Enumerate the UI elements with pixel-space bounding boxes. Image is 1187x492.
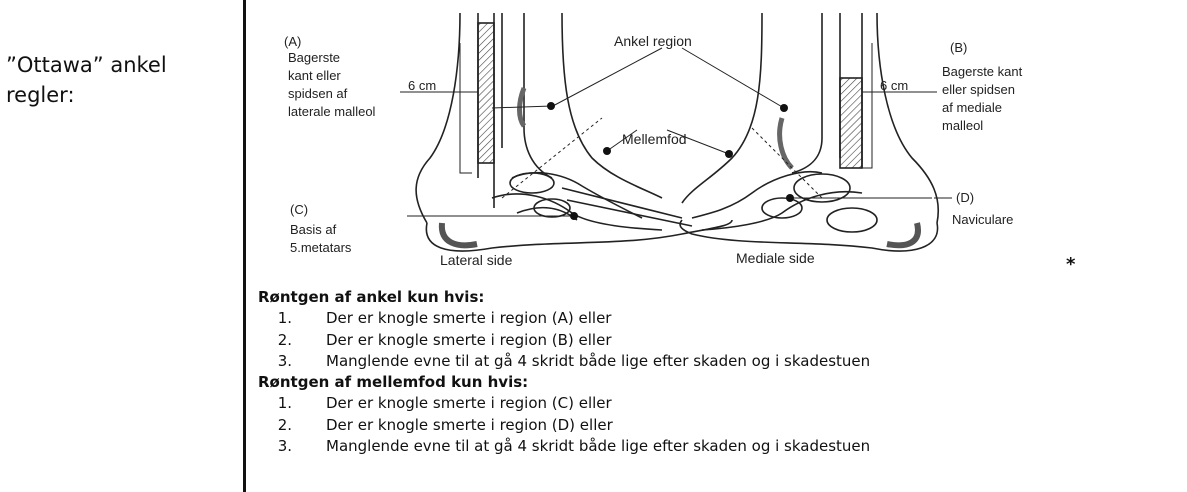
label-d-1: (D): [956, 190, 974, 205]
label-c-2: Basis af: [290, 222, 337, 237]
left-title-line2: regler:: [6, 80, 226, 110]
point-ankle-medial: [780, 104, 788, 112]
lateral-side-label: Lateral side: [440, 252, 513, 268]
left-title-line1: ”Ottawa” ankel: [6, 50, 226, 80]
vertical-divider: [243, 0, 246, 492]
list-item: 3. Manglende evne til at gå 4 skridt båd…: [258, 436, 1158, 457]
ankle-rules-title: Røntgen af ankel kun hvis:: [258, 287, 1158, 308]
ottawa-ankle-figure: (A) Bagerste kant eller spidsen af later…: [262, 8, 1112, 276]
six-cm-right: 6 cm: [880, 78, 908, 93]
list-item: 3. Manglende evne til at gå 4 skridt båd…: [258, 351, 1158, 372]
label-b-5: malleol: [942, 118, 983, 133]
label-c-1: (C): [290, 202, 308, 217]
label-a-4: spidsen af: [288, 86, 348, 101]
item-number: 3.: [258, 436, 326, 457]
label-b-2: Bagerste kant: [942, 64, 1023, 79]
point-ankle-lateral: [547, 102, 555, 110]
label-a-1: (A): [284, 34, 301, 49]
point-midfoot-lateral: [603, 147, 611, 155]
item-number: 2.: [258, 415, 326, 436]
label-a-5: laterale malleol: [288, 104, 376, 119]
point-midfoot-medial: [725, 150, 733, 158]
label-d-group: (D) Naviculare: [934, 190, 1013, 227]
item-text: Der er knogle smerte i region (B) eller: [326, 330, 1158, 351]
item-number: 2.: [258, 330, 326, 351]
label-b-1: (B): [950, 40, 967, 55]
item-number: 1.: [258, 308, 326, 329]
list-item: 1. Der er knogle smerte i region (A) ell…: [258, 308, 1158, 329]
six-cm-left: 6 cm: [408, 78, 436, 93]
label-b-group: (B) Bagerste kant eller spidsen af media…: [942, 40, 1023, 133]
label-c-group: (C) Basis af 5.metatars: [290, 202, 352, 255]
item-text: Manglende evne til at gå 4 skridt både l…: [326, 436, 1158, 457]
medial-foot-drawing: [667, 13, 938, 251]
label-a-2: Bagerste: [288, 50, 340, 65]
label-d-2: Naviculare: [952, 212, 1013, 227]
list-item: 2. Der er knogle smerte i region (B) ell…: [258, 330, 1158, 351]
label-b-4: af mediale: [942, 100, 1002, 115]
list-item: 2. Der er knogle smerte i region (D) ell…: [258, 415, 1158, 436]
item-number: 3.: [258, 351, 326, 372]
ankle-region-label: Ankel region: [614, 33, 692, 49]
left-title: ”Ottawa” ankel regler:: [6, 50, 226, 110]
label-c-3: 5.metatars: [290, 240, 352, 255]
asterisk: *: [1066, 254, 1075, 275]
list-item: 1. Der er knogle smerte i region (C) ell…: [258, 393, 1158, 414]
point-c-metatarsal: [570, 212, 578, 220]
item-text: Der er knogle smerte i region (A) eller: [326, 308, 1158, 329]
point-d-navicular: [786, 194, 794, 202]
item-text: Manglende evne til at gå 4 skridt både l…: [326, 351, 1158, 372]
item-text: Der er knogle smerte i region (D) eller: [326, 415, 1158, 436]
label-a-group: (A) Bagerste kant eller spidsen af later…: [284, 34, 376, 119]
medial-side-label: Mediale side: [736, 250, 815, 266]
item-text: Der er knogle smerte i region (C) eller: [326, 393, 1158, 414]
midfoot-label: Mellemfod: [622, 131, 687, 147]
rules-section: Røntgen af ankel kun hvis: 1. Der er kno…: [258, 287, 1158, 457]
label-a-3: kant eller: [288, 68, 341, 83]
label-b-3: eller spidsen: [942, 82, 1015, 97]
item-number: 1.: [258, 393, 326, 414]
ankle-diagram: (A) Bagerste kant eller spidsen af later…: [262, 8, 1112, 276]
midfoot-rules-title: Røntgen af mellemfod kun hvis:: [258, 372, 1158, 393]
